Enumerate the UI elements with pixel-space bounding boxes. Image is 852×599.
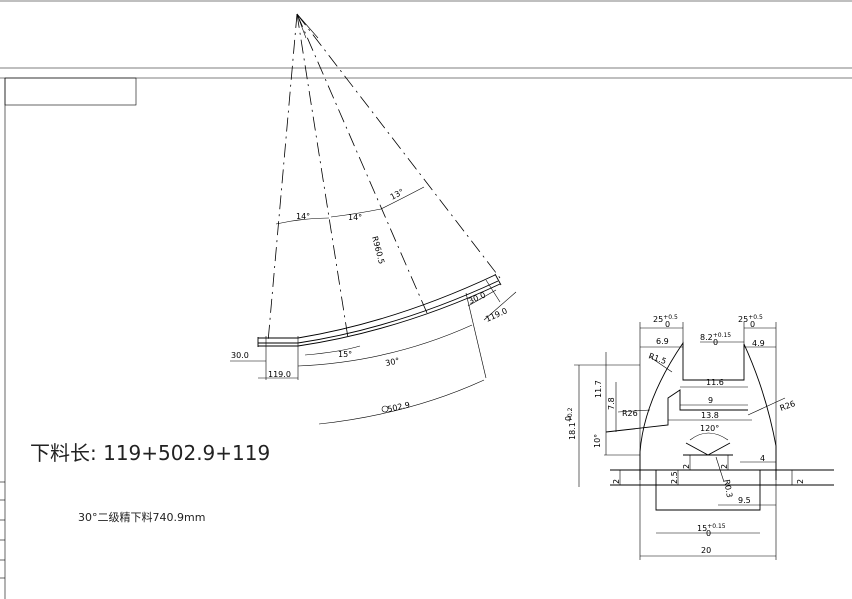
- radius-1-5: R1.5: [647, 351, 667, 366]
- arc-length-label: 502.9: [387, 400, 411, 414]
- material-length-note: 下料长: 119+502.9+119: [30, 441, 270, 465]
- dim-9: 9: [708, 396, 713, 405]
- radius-26-right: R26: [779, 399, 797, 413]
- radius-label: R960.5: [370, 235, 386, 265]
- total-length-note: 30°二级精下料740.9mm: [78, 510, 205, 524]
- dim-20: 20: [701, 546, 711, 555]
- dim-2-left: 2: [612, 479, 621, 484]
- angle-dimensions: [275, 186, 485, 425]
- top-right-tol-lower: 0: [750, 320, 755, 329]
- dim-11-7: 11.7: [594, 380, 603, 398]
- angle-label-total: 30°: [385, 356, 401, 368]
- angle-label-2: 14°: [348, 213, 362, 222]
- dim-2-5: 2.5: [670, 471, 679, 484]
- radius-0-3: R0.3: [722, 479, 734, 499]
- top-left-tol-lower: 0: [665, 320, 670, 329]
- height-tol-lower: 0: [564, 416, 573, 421]
- dim-11-6: 11.6: [706, 378, 724, 387]
- right-flange-label: 30.0: [467, 290, 487, 305]
- center-lines: [267, 13, 501, 343]
- arc-symbol-icon: [381, 405, 389, 413]
- dim-4: 4: [760, 454, 765, 463]
- dim-4-9: 4.9: [752, 339, 765, 348]
- top-left-width-label: 25+0.5: [653, 314, 678, 324]
- dim-2-a: 2: [682, 464, 691, 469]
- section-drawing: [574, 322, 834, 560]
- height-label: 18.1+0.2: [567, 407, 577, 440]
- dim-2-b: 2: [720, 464, 729, 469]
- dim-13-8: 13.8: [701, 411, 719, 420]
- dim-9-5: 9.5: [738, 496, 751, 505]
- left-leg-label: 119.0: [268, 370, 291, 379]
- top-right-width-label: 25+0.5: [738, 314, 763, 324]
- angle-label-3: 13°: [389, 187, 406, 202]
- dim-2-right: 2: [796, 479, 805, 484]
- dim-8-2-tol-lower: 0: [713, 338, 718, 347]
- dim-7-8: 7.8: [607, 397, 616, 410]
- bend-drawing: 14° 14° 13° 15° 30° R960.5 502.9 30.0 11…: [230, 13, 517, 425]
- dim-15-tol-lower: 0: [706, 529, 711, 538]
- angle-120: 120°: [700, 424, 719, 433]
- bent-strip: [257, 273, 502, 380]
- left-flange-label: 30.0: [231, 351, 249, 360]
- radius-26-left: R26: [622, 409, 638, 418]
- dim-15: 15+0.15: [697, 523, 726, 533]
- dim-6-9: 6.9: [656, 337, 669, 346]
- dim-8-2: 8.2+0.15: [700, 332, 731, 342]
- angle-label-1: 14°: [296, 212, 310, 221]
- angle-10: 10°: [593, 434, 602, 448]
- angle-label-4: 15°: [338, 350, 352, 359]
